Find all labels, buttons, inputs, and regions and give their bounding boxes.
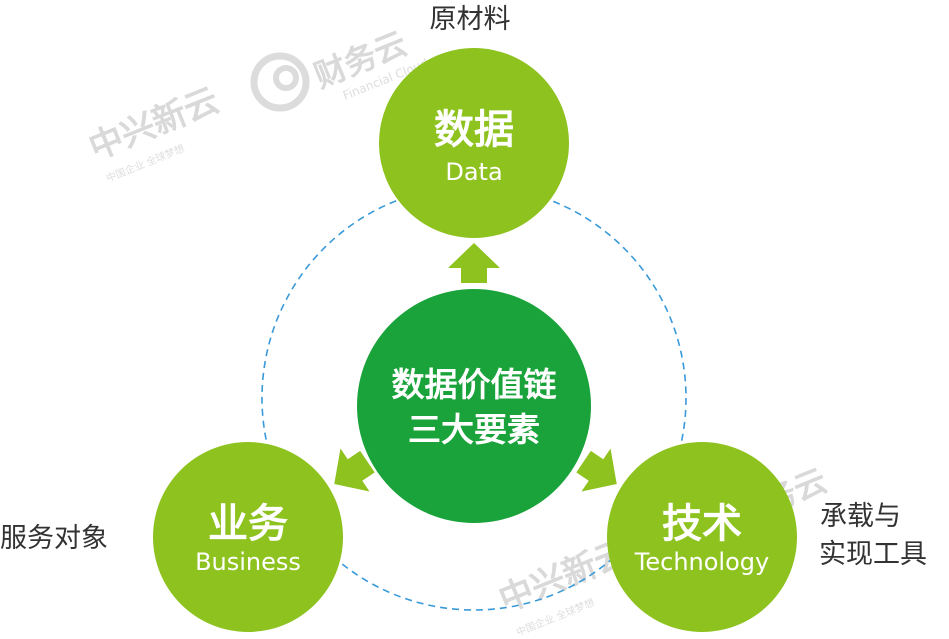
center-title-line1: 数据价值链 [392, 365, 557, 404]
tech-node-title: 技术 [662, 501, 742, 547]
business-node-subtitle: Business [195, 548, 301, 576]
watermark-logo-icon [250, 52, 310, 112]
tech-label-line1: 承载与 [820, 501, 901, 532]
data-node-subtitle: Data [445, 158, 502, 186]
tech-node-subtitle: Technology [634, 548, 769, 576]
data-label: 原材料 [430, 4, 511, 35]
arrow-down-left-to-business [334, 448, 375, 492]
business-node [153, 442, 343, 632]
business-label: 服务对象 [0, 523, 108, 554]
arrow-up-to-data [448, 243, 500, 283]
data-node [379, 48, 569, 238]
arrow-down-right-to-tech [576, 448, 617, 492]
tech-node [607, 442, 797, 632]
watermark-top-left: 中兴新云 中国企业 全球梦想 财务云 Financial Cloud [83, 24, 430, 185]
tech-label-line2: 实现工具 [819, 539, 927, 570]
center-node [357, 289, 591, 523]
business-node-title: 业务 [208, 501, 288, 547]
data-node-title: 数据 [434, 107, 514, 153]
center-title-line2: 三大要素 [408, 410, 540, 449]
